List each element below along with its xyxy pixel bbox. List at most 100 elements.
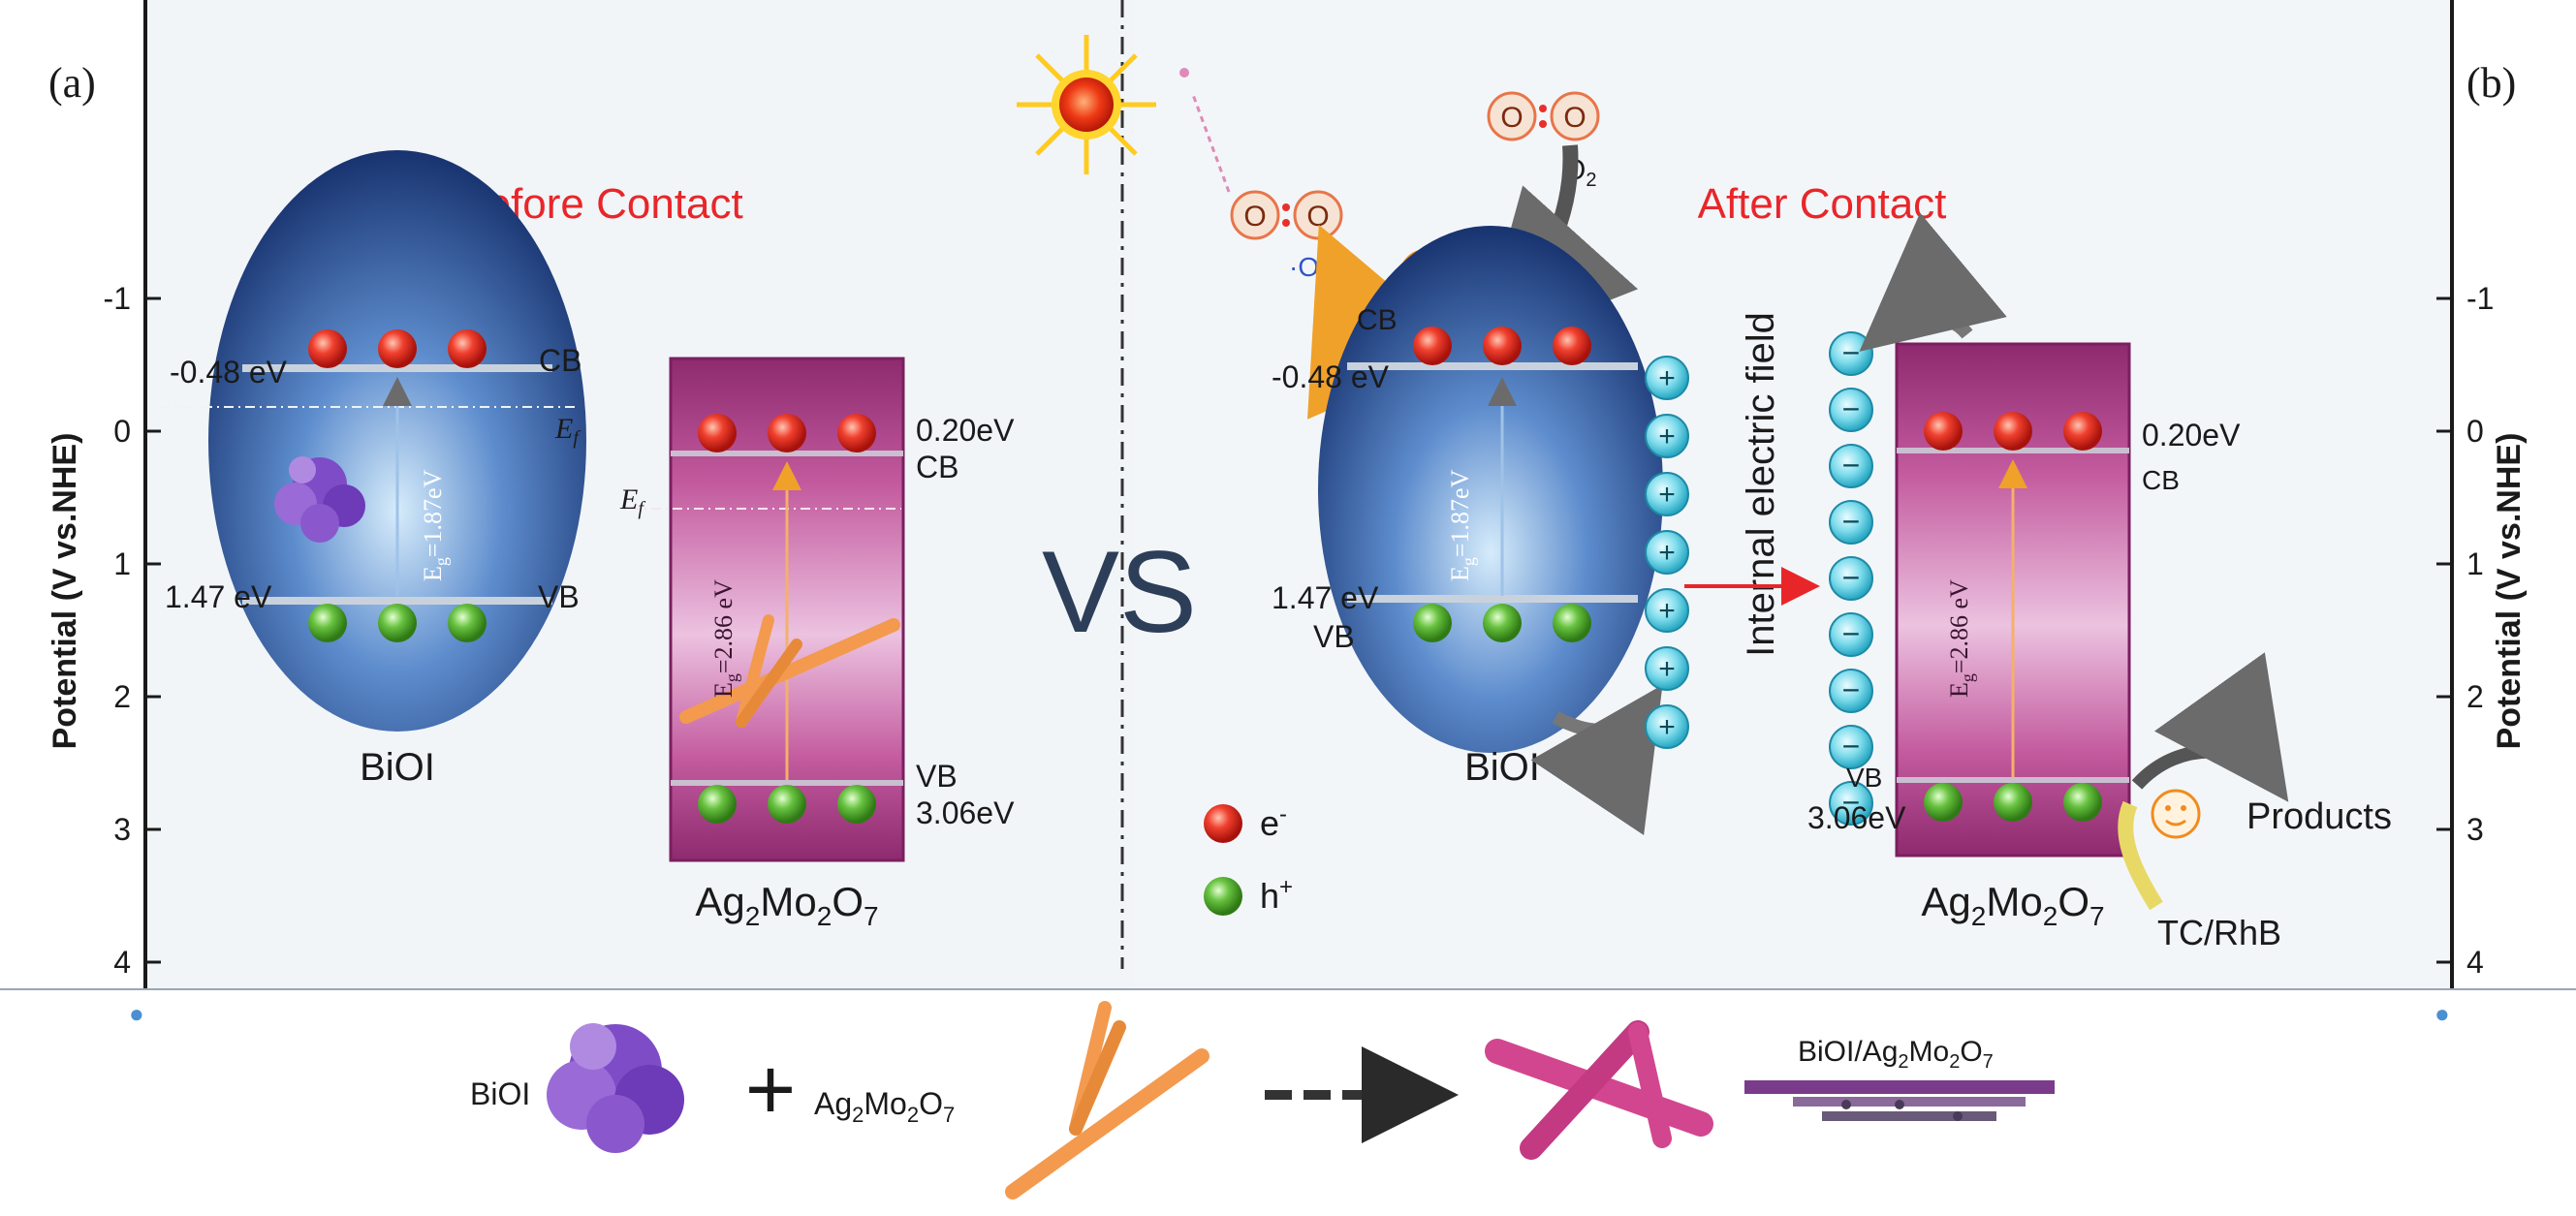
left-ago-cb-label: CB bbox=[916, 450, 958, 484]
composite-rods-icon bbox=[1485, 1020, 1713, 1160]
bottom-biox-crystal-icon bbox=[547, 1023, 684, 1153]
right-ago-vb-label: VB bbox=[1846, 763, 1882, 793]
svg-text:+: + bbox=[1658, 595, 1676, 627]
products-label: Products bbox=[2246, 796, 2392, 837]
right-ago-electron bbox=[1994, 412, 2032, 451]
positive-ion: + bbox=[1645, 356, 1689, 400]
left-biox-name: BiOI bbox=[360, 746, 435, 789]
right-biox-vb-value: 1.47 eV bbox=[1272, 580, 1379, 615]
right-ago-electron bbox=[2063, 412, 2102, 451]
left-axis-label: Potential (V vs.NHE) bbox=[47, 433, 83, 750]
right-axis-label: Potential (V vs.NHE) bbox=[2491, 433, 2528, 750]
right-biox-electron bbox=[1483, 327, 1522, 365]
positive-ion-column: + + + + + + + bbox=[1645, 356, 1689, 749]
negative-ion: − bbox=[1829, 725, 1873, 769]
right-ago-electron bbox=[1924, 412, 1963, 451]
panel-label-b: (b) bbox=[2466, 59, 2516, 107]
left-axis-tick-label: 0 bbox=[113, 414, 131, 449]
legend-electron-icon bbox=[1204, 804, 1242, 843]
right-biox-cb-label: CB bbox=[1357, 304, 1398, 336]
positive-ion: + bbox=[1645, 646, 1689, 691]
negative-ion: − bbox=[1829, 612, 1873, 657]
svg-text:−: − bbox=[1842, 504, 1861, 539]
left-biox-crystal-icon bbox=[274, 456, 365, 543]
left-ago-electron bbox=[698, 414, 737, 452]
svg-text:+: + bbox=[1658, 362, 1676, 394]
bottom-composite-label: BiOI/Ag2Mo2O7 bbox=[1798, 1036, 1994, 1073]
right-biox-vb-label: VB bbox=[1313, 619, 1355, 654]
svg-text:+: + bbox=[1658, 537, 1676, 569]
left-ago-rod-icon bbox=[679, 614, 900, 728]
left-biox-electron bbox=[378, 329, 417, 368]
negative-ion: − bbox=[1829, 669, 1873, 713]
left-ago-fermi-label: Ef bbox=[619, 483, 645, 519]
right-axis-tick-label: 4 bbox=[2466, 945, 2484, 980]
right-biox-electron bbox=[1413, 327, 1452, 365]
left-axis-tick-label: 3 bbox=[113, 812, 131, 847]
plus-sign: + bbox=[745, 1042, 797, 1138]
bottom-ago-rod-icon bbox=[1005, 1001, 1209, 1200]
right-ago-cb-value: 0.20eV bbox=[2142, 418, 2241, 452]
positive-ion: + bbox=[1645, 472, 1689, 516]
right-ago-hole bbox=[1994, 783, 2032, 822]
svg-text:+: + bbox=[1658, 653, 1676, 685]
sun-icon bbox=[1017, 35, 1156, 174]
right-biox-hole-transfer-arrow bbox=[1530, 684, 1663, 836]
negative-ion: − bbox=[1829, 331, 1873, 376]
svg-text:−: − bbox=[1842, 560, 1861, 595]
left-ago-vb-value: 3.06eV bbox=[916, 795, 1015, 830]
right-biox-name: BiOI bbox=[1464, 746, 1540, 789]
positive-ion: + bbox=[1645, 530, 1689, 575]
negative-ion-column: − − − − − − − − − bbox=[1829, 331, 1873, 826]
svg-text:O: O bbox=[1243, 201, 1266, 233]
left-biox-vb-label: VB bbox=[538, 579, 580, 614]
legend-hole-label: h+ bbox=[1260, 874, 1293, 916]
negative-ion: − bbox=[1829, 556, 1873, 601]
left-axis-tick-label: 1 bbox=[113, 546, 131, 581]
right-biox-bandgap-label: Eg=1.87eV bbox=[1446, 469, 1478, 581]
right-axis-droplet-icon: ● bbox=[2435, 999, 2450, 1028]
left-axis-tick-label: -1 bbox=[104, 281, 131, 316]
svg-text:O: O bbox=[1306, 201, 1329, 233]
svg-text:+: + bbox=[1658, 479, 1676, 511]
left-ago-bandgap-label: Eg=2.86 eV bbox=[709, 579, 741, 698]
left-ago-cb-value: 0.20eV bbox=[916, 413, 1015, 448]
right-biox-electron bbox=[1553, 327, 1591, 365]
left-ago-electron bbox=[768, 414, 806, 452]
positive-ion: + bbox=[1645, 588, 1689, 633]
right-ago-name: Ag2Mo2O7 bbox=[1921, 879, 2104, 931]
svg-text:−: − bbox=[1842, 729, 1861, 764]
svg-text:O: O bbox=[1500, 102, 1523, 134]
right-ago-hole bbox=[2063, 783, 2102, 822]
left-biox-fermi-label: Ef bbox=[554, 413, 581, 449]
svg-text:−: − bbox=[1842, 785, 1861, 820]
left-ago-hole bbox=[698, 785, 737, 824]
left-biox-hole bbox=[378, 604, 417, 642]
positive-ion: + bbox=[1645, 704, 1689, 749]
legend-hole-icon bbox=[1204, 877, 1242, 916]
right-ago-vb-value: 3.06eV bbox=[1807, 800, 1906, 835]
svg-text:−: − bbox=[1842, 335, 1861, 370]
o2-molecule-icon: O O bbox=[1487, 91, 1600, 141]
negative-ion: − bbox=[1829, 388, 1873, 432]
right-ago-cb-label: CB bbox=[2142, 465, 2180, 495]
right-axis-tick-label: 2 bbox=[2466, 679, 2484, 714]
left-biox-hole bbox=[448, 604, 487, 642]
left-axis-tick-label: 4 bbox=[113, 945, 131, 980]
left-ago-vb-label: VB bbox=[916, 759, 958, 794]
svg-text:O: O bbox=[1563, 102, 1586, 134]
smiley-pollutant-icon bbox=[2151, 789, 2201, 839]
left-biox-bandgap-label: Eg=1.87eV bbox=[419, 469, 451, 581]
negative-ion: − bbox=[1829, 444, 1873, 488]
left-ago-name: Ag2Mo2O7 bbox=[695, 879, 878, 931]
legend-electron-label: e- bbox=[1260, 801, 1287, 843]
svg-text:−: − bbox=[1842, 672, 1861, 707]
right-axis-tick-label: 0 bbox=[2466, 414, 2484, 449]
right-biox-hole bbox=[1553, 604, 1591, 642]
right-biox-cb-value: -0.48 eV bbox=[1272, 359, 1390, 394]
positive-ion: + bbox=[1645, 414, 1689, 458]
internal-field-label: Internal electric field bbox=[1740, 312, 1782, 657]
superoxide-radical-icon: O O bbox=[1179, 68, 1343, 240]
